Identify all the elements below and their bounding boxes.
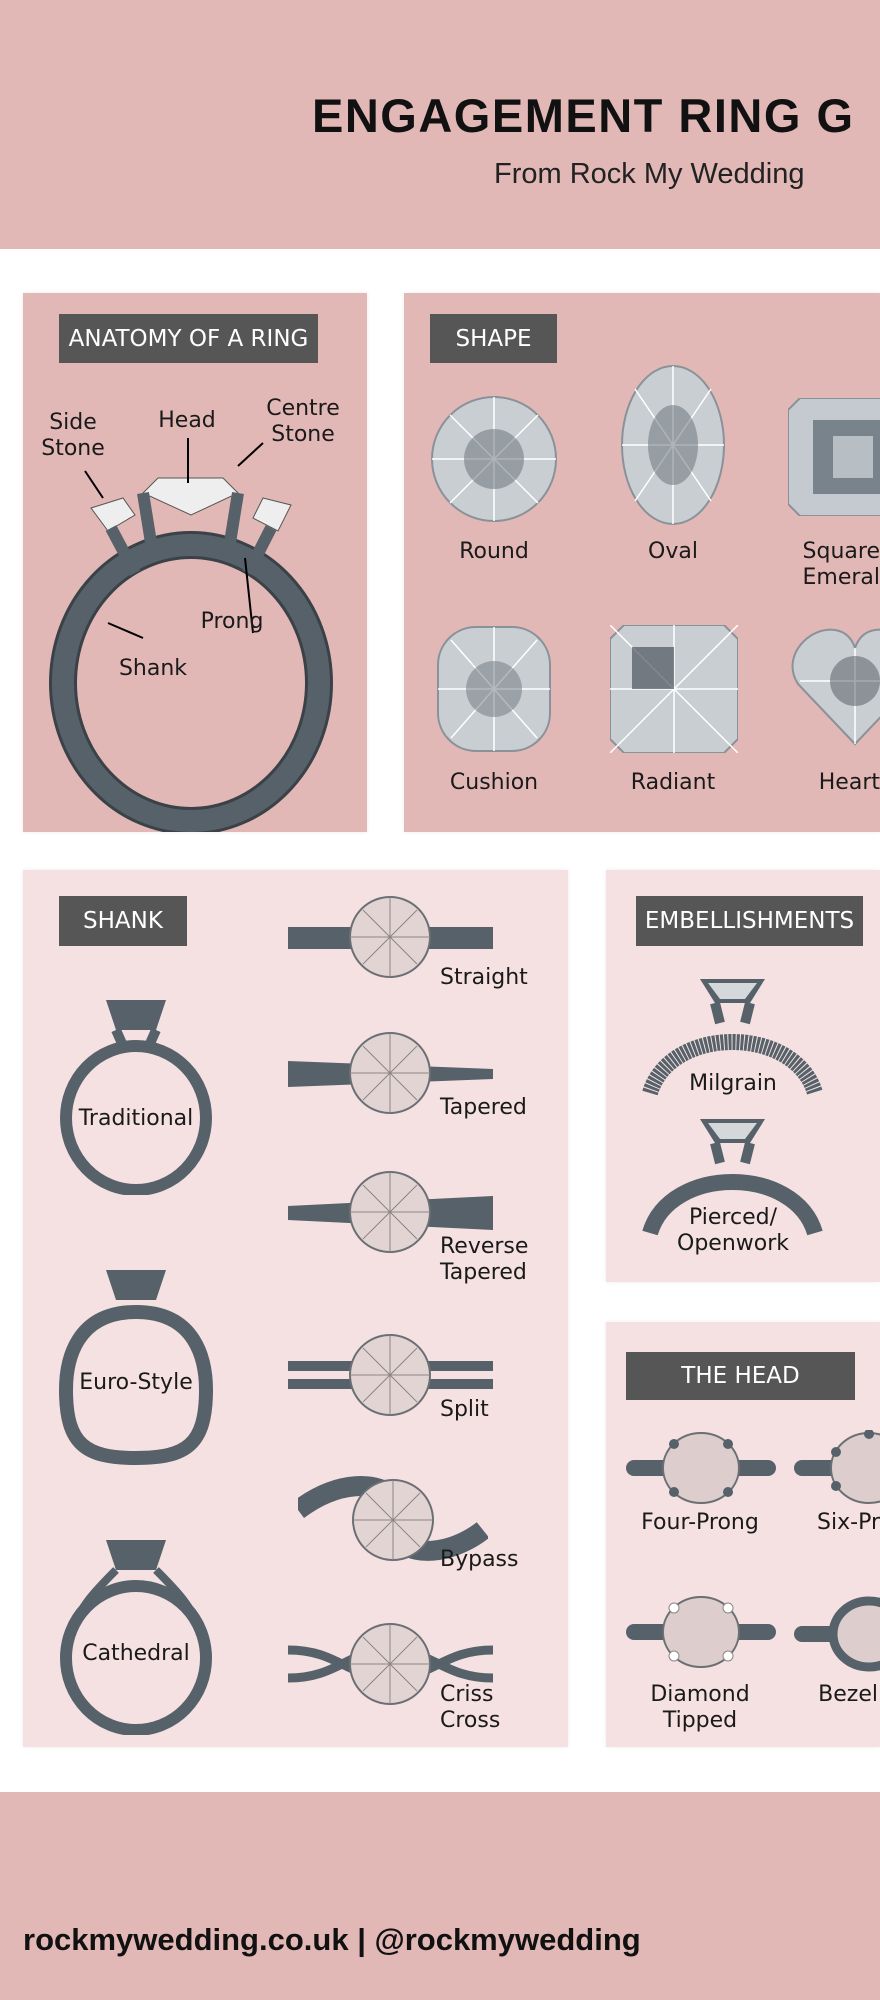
label-head: Head [158, 408, 216, 433]
gem-radiant [610, 625, 738, 753]
label-centre-stone: Centre Stone [266, 396, 340, 447]
shank-ring-label-traditional: Traditional [78, 1106, 194, 1131]
gem-square-emerald [788, 398, 880, 516]
embellishment-label-pierced-openwork: Pierced/ Openwork [677, 1205, 789, 1256]
shape-label-radiant: Radiant [630, 770, 716, 795]
head-diamond-tipped [626, 1596, 776, 1668]
ring-cathedral [60, 1540, 212, 1735]
shank-heading: SHANK [59, 896, 187, 946]
gem-cushion [437, 626, 551, 752]
head-heading: THE HEAD [626, 1352, 855, 1400]
shank-ring-label-cathedral: Cathedral [82, 1641, 190, 1666]
shape-label-oval: Oval [648, 539, 698, 564]
ring-pierced-openwork [642, 1119, 823, 1236]
head-label-bezel: Bezel [818, 1682, 878, 1707]
gem-heart [791, 628, 880, 746]
band-label-bypass: Bypass [440, 1547, 519, 1572]
embellishment-label-milgrain: Milgrain [689, 1071, 777, 1096]
head-six-prong [794, 1430, 880, 1504]
band-criss-cross [288, 1623, 493, 1705]
band-label-reverse-tapered: Reverse Tapered [440, 1234, 529, 1285]
label-prong: Prong [200, 609, 264, 634]
band-straight [288, 896, 493, 978]
ring-anatomy-illustration [49, 438, 333, 832]
header-band [0, 0, 880, 249]
gem-oval [621, 365, 725, 525]
anatomy-heading: ANATOMY OF A RING [59, 314, 318, 363]
band-label-criss-cross: Criss Cross [440, 1682, 501, 1733]
page-subtitle: From Rock My Wedding [494, 158, 805, 190]
shape-label-heart: Heart [818, 770, 880, 795]
band-label-tapered: Tapered [440, 1095, 527, 1120]
head-bezel [794, 1596, 880, 1672]
ring-euro-style [58, 1270, 214, 1465]
head-four-prong [626, 1432, 776, 1504]
page-title: ENGAGEMENT RING G [312, 89, 855, 142]
band-bypass [298, 1476, 488, 1561]
label-side-stone: Side Stone [41, 410, 105, 461]
band-reverse-tapered [288, 1171, 493, 1253]
band-label-split: Split [440, 1397, 489, 1422]
ring-traditional [60, 1000, 212, 1195]
shape-label-cushion: Cushion [449, 770, 539, 795]
band-tapered [288, 1032, 493, 1114]
gem-round [431, 396, 557, 522]
head-label-diamond-tipped: Diamond Tipped [650, 1682, 750, 1733]
footer-band [0, 1792, 880, 2000]
shape-heading: SHAPE [430, 314, 557, 363]
band-label-straight: Straight [440, 965, 528, 990]
embellishments-heading: EMBELLISHMENTS [636, 896, 863, 946]
footer-links[interactable]: rockmywedding.co.uk | @rockmywedding [23, 1922, 641, 1957]
head-label-four-prong: Four-Prong [641, 1510, 759, 1535]
head-label-six-prong: Six-Pr [817, 1510, 880, 1535]
label-shank: Shank [118, 656, 188, 681]
band-split [288, 1334, 493, 1416]
shank-ring-label-euro-style: Euro-Style [79, 1370, 193, 1395]
shape-label-square-emerald: Square Emeral [802, 539, 880, 590]
ring-milgrain [642, 979, 823, 1096]
shape-label-round: Round [459, 539, 529, 564]
